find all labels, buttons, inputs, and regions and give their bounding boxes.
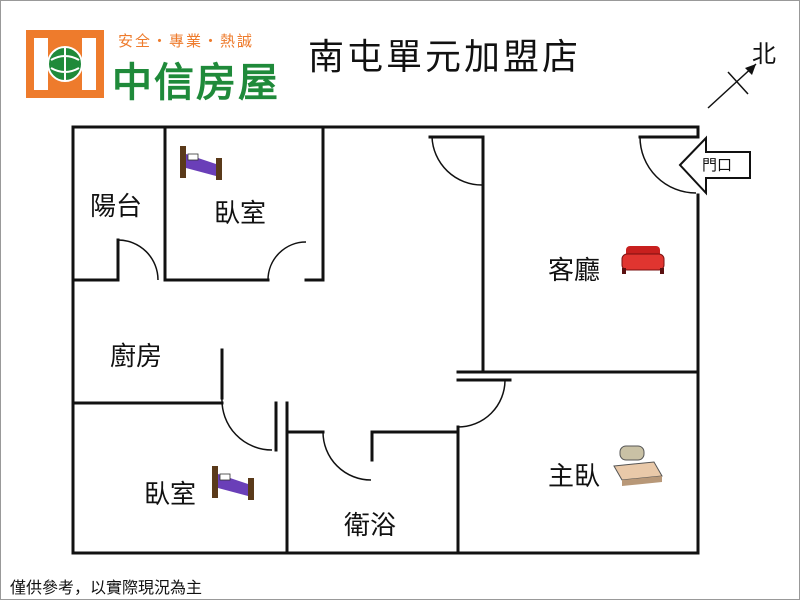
room-label-kitchen: 廚房 [110, 342, 163, 372]
room-label-bedroom-bottom: 臥室 [144, 480, 197, 510]
entrance-label: 門口 [702, 156, 733, 174]
bed-icon [180, 146, 222, 180]
room-label-master-bedroom: 主臥 [548, 462, 601, 492]
north-label: 北 [752, 40, 776, 68]
bed-icon [212, 466, 254, 500]
room-label-living-room: 客廳 [548, 256, 601, 286]
north-arrow-icon [707, 63, 757, 109]
room-label-bedroom-top: 臥室 [214, 199, 267, 229]
entrance-arrow-icon [678, 135, 751, 196]
sofa-icon [621, 246, 665, 274]
brand-name: 中信房屋 [112, 60, 280, 106]
brand-slogan: 安全・專業・熱誠 [118, 32, 255, 50]
disclaimer-text: 僅供參考，以實際現況為主 [10, 578, 203, 597]
bed-icon [613, 445, 663, 486]
room-label-balcony: 陽台 [90, 192, 143, 222]
room-label-bathroom: 衛浴 [344, 511, 397, 541]
store-name: 南屯單元加盟店 [308, 37, 582, 78]
logo-icon [26, 30, 104, 98]
